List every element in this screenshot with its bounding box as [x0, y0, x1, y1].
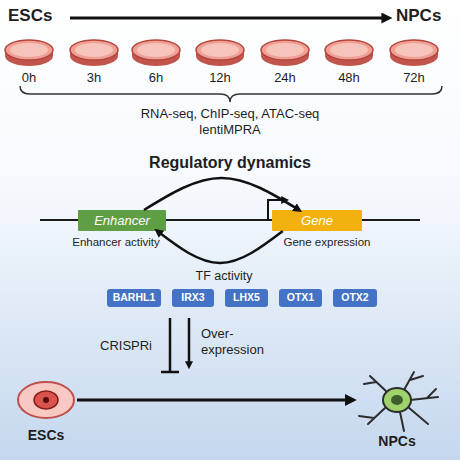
section-heading: Regulatory dynamics: [100, 155, 360, 171]
time-point: 72h: [394, 70, 434, 86]
regulation-arrow: [144, 178, 299, 210]
perturbation-label: Over- expression: [201, 326, 279, 358]
tf-box: IRX3: [172, 289, 214, 307]
petri-dish: [325, 40, 373, 66]
time-point: 6h: [136, 70, 176, 86]
petri-dish: [70, 40, 118, 66]
inhibition-symbol: [161, 318, 179, 372]
petri-dish: [196, 40, 244, 66]
tf-box: LHX5: [225, 289, 268, 307]
feedback-arrow: [157, 231, 283, 263]
npc-cell: NPCs: [352, 367, 442, 433]
time-point: 12h: [200, 70, 240, 86]
perturbation-label: CRISPRi: [100, 338, 152, 354]
cell-label: ESCs: [28, 427, 65, 444]
tf-box: BARHL1: [107, 289, 161, 307]
tf-box: OTX1: [279, 289, 322, 307]
petri-dish: [390, 40, 438, 66]
petri-dish: [132, 40, 180, 66]
stage-label: NPCs: [396, 8, 441, 24]
time-point: 3h: [74, 70, 114, 86]
assay-list: RNA-seq, ChIP-seq, ATAC-seq lentiMPRA: [120, 106, 340, 138]
activation-arrow: [188, 318, 191, 366]
tf-box: OTX2: [333, 289, 377, 307]
petri-dish: [5, 40, 53, 66]
npc-cell-art: [352, 367, 442, 433]
tf-name: OTX2: [341, 291, 368, 305]
differentiation-arrow: [77, 399, 352, 402]
esc-cell: ESCs: [15, 379, 77, 421]
gene-box: GeneGene expression: [272, 210, 362, 231]
tf-name: OTX1: [287, 291, 314, 305]
time-arrow: [70, 17, 388, 20]
time-point: 48h: [329, 70, 369, 86]
stage-label: ESCs: [8, 8, 52, 24]
time-point: 0h: [9, 70, 49, 86]
cell-label: NPCs: [378, 433, 415, 450]
tf-name: BARHL1: [113, 291, 156, 305]
box-label: Enhancer: [94, 213, 150, 229]
edge-label: TF activity: [179, 268, 269, 284]
esc-cell-art: [15, 379, 77, 421]
petri-dish: [261, 40, 309, 66]
tf-name: IRX3: [181, 291, 204, 305]
enhancer-box: EnhancerEnhancer activity: [78, 210, 166, 231]
tf-name: LHX5: [233, 291, 260, 305]
activity-label: Gene expression: [284, 235, 371, 250]
box-label: Gene: [301, 213, 333, 229]
activity-label: Enhancer activity: [72, 235, 160, 250]
curly-bracket: [20, 86, 442, 102]
time-point: 24h: [265, 70, 305, 86]
